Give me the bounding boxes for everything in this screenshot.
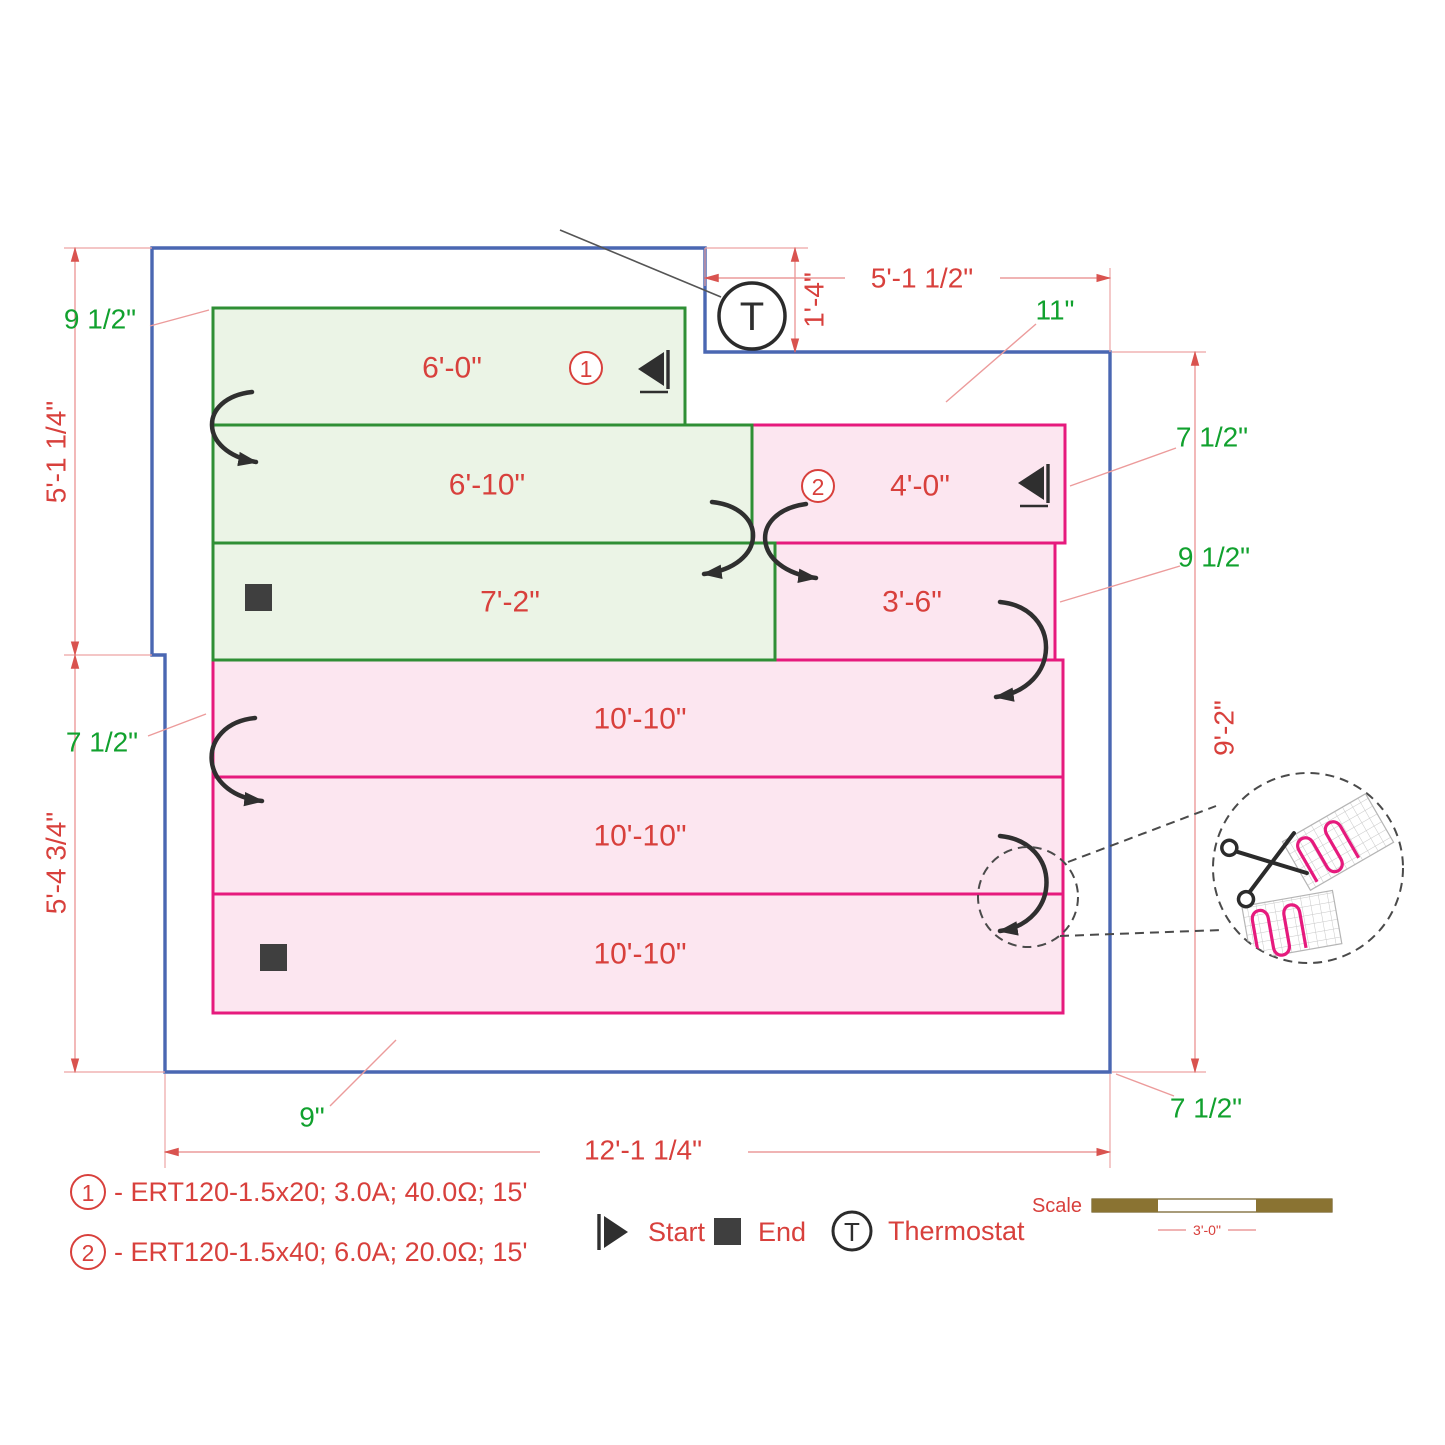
mat-green-2: 6'-10" <box>211 423 754 545</box>
start-icon <box>604 1216 628 1248</box>
thermostat-icon <box>831 1210 873 1252</box>
legend-badge-number: 1 <box>82 1180 95 1206</box>
dim-top-left-gap: 9 1/2" <box>64 304 136 335</box>
legend-item-text: - ERT120-1.5x40; 6.0A; 20.0Ω; 15' <box>114 1237 528 1267</box>
dim-right-height: 9'-2" <box>1209 700 1240 756</box>
dim-right-gap-upper: 7 1/2" <box>1176 422 1248 453</box>
end-icon <box>260 944 287 971</box>
dim-left-upper: 5'-1 1/4" <box>41 401 72 503</box>
scale-bar-segment <box>1092 1199 1158 1212</box>
mesh-mat-piece-lower <box>1241 889 1343 961</box>
mat-label: 6'-0" <box>422 352 482 385</box>
mat-label: 4'-0" <box>890 470 950 503</box>
scale-bar-segment <box>1256 1199 1332 1212</box>
mat-badge-circle <box>569 351 603 385</box>
mat-label: 7'-2" <box>480 586 540 619</box>
dim-bottom-width: 12'-1 1/4" <box>584 1135 702 1166</box>
mat-badge-number: 2 <box>812 474 825 500</box>
legend-end-label: End <box>758 1217 806 1247</box>
thermostat-letter: T <box>740 295 764 339</box>
start-icon <box>638 350 670 394</box>
legend-item-1: 1 - ERT120-1.5x20; 3.0A; 40.0Ω; 15' <box>70 1174 528 1210</box>
legend-badge-circle <box>70 1234 106 1270</box>
end-icon <box>245 584 272 611</box>
dim-left-lower: 5'-4 3/4" <box>41 812 72 914</box>
legend-badge-number: 2 <box>82 1240 95 1266</box>
cable-turn-arrow <box>209 715 265 807</box>
scale-label: Scale <box>1032 1195 1082 1217</box>
dim-top-right-width: 5'-1 1/2" <box>871 263 973 294</box>
leader-line <box>945 323 1037 403</box>
legend-item-2: 2 - ERT120-1.5x40; 6.0A; 20.0Ω; 15' <box>70 1234 528 1270</box>
thermostat-symbol: T <box>717 281 787 351</box>
legend-end: End <box>714 1217 806 1247</box>
mat-label: 6'-10" <box>449 469 525 502</box>
leader-line <box>1069 447 1177 487</box>
legend-start: Start <box>597 1214 706 1250</box>
leader-line <box>1059 565 1181 603</box>
cable-turn-arrow <box>997 833 1049 936</box>
cable-turn-arrow <box>701 499 756 579</box>
mat-label: 3'-6" <box>882 586 942 619</box>
detail-zoom-content <box>1220 792 1395 961</box>
leader-line <box>1115 1073 1175 1097</box>
dim-thermostat-gap: 1'-4" <box>799 272 830 328</box>
mesh-mat-piece-upper <box>1281 792 1395 892</box>
leader-line <box>147 713 207 737</box>
scissors-icon <box>1220 831 1309 909</box>
mat-badge-circle <box>801 469 835 503</box>
detail-connector-line <box>1059 929 1223 937</box>
mat-label: 10'-10" <box>593 820 686 853</box>
mat-label: 10'-10" <box>593 703 686 736</box>
dim-right-gap-mid: 9 1/2" <box>1178 542 1250 573</box>
leader-line <box>149 309 210 327</box>
mat-pink-2: 3'-6" <box>773 541 1057 662</box>
thermostat-leader-line <box>559 229 722 298</box>
legend-thermostat: T Thermostat <box>831 1210 1025 1252</box>
detail-connector-line <box>1067 805 1217 863</box>
dim-bottom-right-gap: 7 1/2" <box>1170 1093 1242 1124</box>
mat-green-1: 6'-0" 1 <box>211 306 687 427</box>
scale-bar: Scale 3'-0" <box>1032 1195 1333 1238</box>
cable-turn-arrow <box>993 599 1049 702</box>
mat-label: 10'-10" <box>593 938 686 971</box>
thermostat-letter: T <box>844 1217 860 1247</box>
legend-badge-circle <box>70 1174 106 1210</box>
mat-pink-4: 10'-10" <box>211 775 1065 896</box>
mat-pink-3: 10'-10" <box>211 658 1065 779</box>
detail-zoom-circle <box>1212 772 1404 964</box>
detail-source-circle <box>977 846 1079 948</box>
dim-left-gap: 7 1/2" <box>66 727 138 758</box>
legend-thermostat-label: Thermostat <box>888 1216 1025 1246</box>
start-icon <box>1018 464 1050 508</box>
cable-turn-arrow <box>763 501 819 583</box>
mat-green-3: 7'-2" <box>211 541 777 662</box>
dim-bottom-gap: 9" <box>299 1102 325 1133</box>
cable-turn-arrow <box>209 389 259 467</box>
legend-item-text: - ERT120-1.5x20; 3.0A; 40.0Ω; 15' <box>114 1177 528 1207</box>
legend-start-label: Start <box>648 1217 706 1247</box>
mat-pink-5: 10'-10" <box>211 892 1065 1015</box>
scale-value: 3'-0" <box>1193 1222 1221 1238</box>
mat-badge-number: 1 <box>580 356 593 382</box>
end-icon <box>714 1218 741 1245</box>
leader-line <box>329 1039 397 1107</box>
dim-right-top-gap: 11" <box>1035 295 1074 326</box>
mat-pink-1: 4'-0" 2 <box>750 423 1067 545</box>
